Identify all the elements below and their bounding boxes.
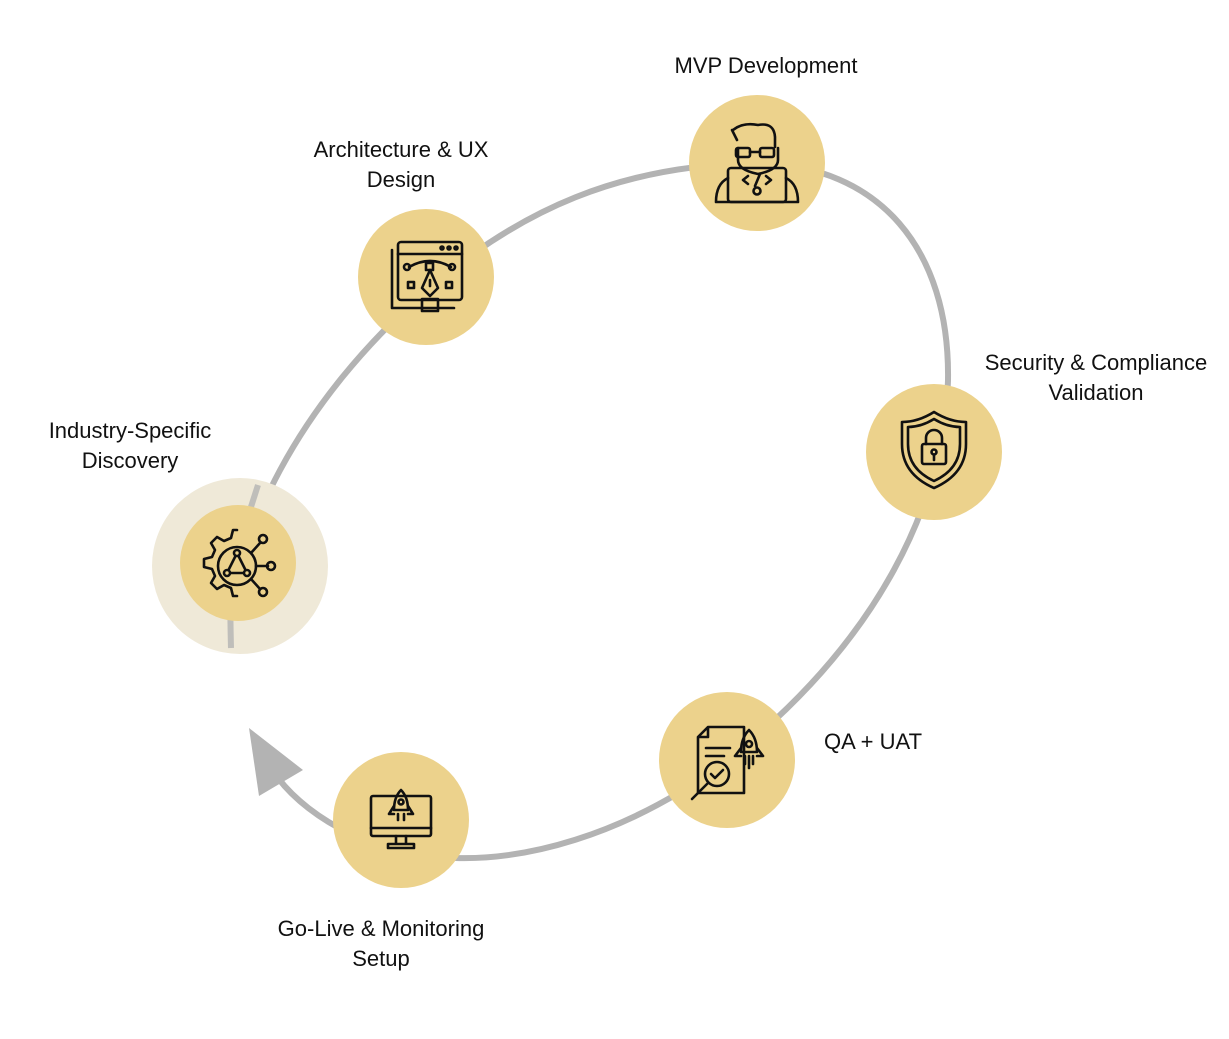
label-line: Design bbox=[366, 167, 436, 192]
label-line: MVP Development bbox=[674, 53, 858, 78]
label-line: QA + UAT bbox=[823, 729, 923, 754]
cycle-arrow-head bbox=[249, 728, 303, 796]
developer-laptop-icon bbox=[714, 122, 800, 204]
monitor-rocket-icon bbox=[369, 788, 433, 850]
step-label-architecture-ux: Architecture & UX Design bbox=[314, 135, 489, 195]
step-mvp-development[interactable] bbox=[689, 95, 825, 231]
label-line: Setup bbox=[352, 946, 410, 971]
shield-lock-icon bbox=[900, 410, 968, 490]
step-label-mvp-development: MVP Development bbox=[674, 51, 857, 81]
step-label-industry-discovery: Industry-Specific Discovery bbox=[49, 416, 212, 476]
label-line: Go-Live & Monitoring bbox=[277, 916, 485, 941]
step-industry-discovery[interactable] bbox=[152, 478, 328, 654]
label-line: Discovery bbox=[81, 448, 179, 473]
step-qa-uat[interactable] bbox=[659, 692, 795, 828]
gear-network-icon bbox=[202, 528, 277, 598]
document-magnifier-rocket-icon bbox=[690, 725, 765, 801]
step-architecture-ux[interactable] bbox=[358, 209, 494, 345]
step-security-compliance[interactable] bbox=[866, 384, 1002, 520]
step-label-go-live-monitoring: Go-Live & Monitoring Setup bbox=[278, 914, 485, 974]
step-go-live-monitoring[interactable] bbox=[333, 752, 469, 888]
label-line: Architecture & UX bbox=[313, 137, 489, 162]
step-label-security-compliance: Security & Compliance Validation bbox=[985, 348, 1208, 408]
label-line: Validation bbox=[1048, 380, 1144, 405]
step-label-qa-uat: QA + UAT bbox=[824, 727, 922, 757]
label-line: Industry-Specific bbox=[48, 418, 212, 443]
design-pen-tool-icon bbox=[390, 240, 464, 313]
label-line: Security & Compliance bbox=[984, 350, 1208, 375]
